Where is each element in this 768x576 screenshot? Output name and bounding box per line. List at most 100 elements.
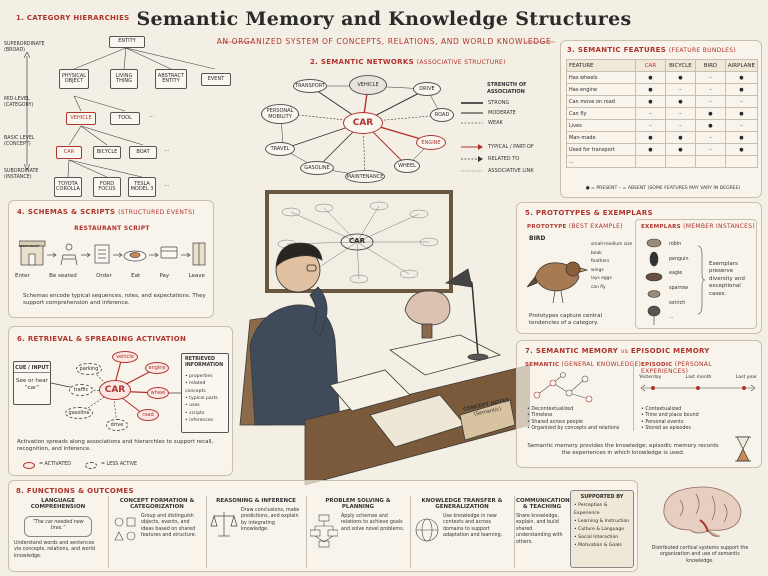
hierarchy-section: 1. CATEGORY HIERARCHIES SUPERORDINATE (B… [4,12,249,200]
col-bird: BIRD [694,59,726,72]
semantic-graph-icon [533,372,593,403]
exemplar-robin: robin [669,242,682,247]
episodic-title: 7. SEMANTIC MEMORY vs EPISODIC MEMORY [525,347,710,355]
features-header-row: FEATURE CAR BICYCLE BIRD AIRPLANE [566,59,759,72]
node-ford-focus: FORD FOCUS [93,177,121,197]
prototype-bird-label: BIRD [529,235,546,242]
prototypes-title: 5. PROTOTYPES & EXEMPLARS [525,209,653,217]
exemplar-penguin: penguin [669,256,689,262]
exemplars-label: EXEMPLARS (MEMBER INSTANCES) [641,223,755,230]
act-node-traffic: traffic [69,384,93,396]
functions-divider-1 [108,496,109,568]
legend-activated-swatch [23,462,35,469]
scene-illustration [239,242,530,486]
col-car: CAR [634,59,666,72]
scale-icon [210,512,238,537]
feature-row-fly: Can fly––●● [566,107,759,120]
exemplar-eagle: eagle [669,271,683,277]
cue-title: CUE / INPUT [14,362,50,373]
bird-feature-feathers: feathers [591,259,610,265]
function-language-title: LANGUAGE COMPREHENSION [30,498,86,510]
act-node-road: road [137,409,159,421]
board-mindmap [277,201,439,284]
function-transfer-title: KNOWLEDGE TRANSFER & GENERALIZATION [421,498,503,510]
prototype-caption: Prototypes capture central tendencies of… [529,313,603,327]
function-language-quote: “The car needed new tires.” [24,516,92,537]
node-tool: TOOL [110,112,140,125]
script-title: RESTAURANT SCRIPT [74,225,150,232]
retrieved-scripts: • scripts [185,410,205,416]
brain-caption: Distributed cortical systems support the… [651,546,749,564]
episodic-section: 7. SEMANTIC MEMORY vs EPISODIC MEMORY SE… [516,340,762,468]
categorization-icon [114,517,136,541]
net-node-maintenance: MAINTENANCE [345,170,385,183]
functions-divider-3 [306,496,307,568]
tool-ellipsis: ... [149,113,155,119]
supported-culture: • Culture & Language [574,527,625,533]
exemplars-box [635,219,757,329]
feature-value: ● [724,83,759,96]
page-subtitle: AN ORGANIZED SYSTEM OF CONCEPTS, RELATIO… [216,37,552,46]
net-node-car: CAR [343,112,383,134]
function-transfer-desc: Use knowledge in new contexts and across… [443,514,503,539]
level-subordinate: SUBORDINATE (INSTANCE) [4,169,39,181]
function-language-desc: Understand words and sentences via conce… [14,540,95,559]
brain-icon [663,486,742,537]
lamp-head [444,268,473,288]
feature-name: Used for transport [566,143,636,156]
transfer-icon [415,518,439,542]
function-communication: COMMUNICATION & TEACHING Share knowledge… [516,498,570,546]
act-node-car: CAR [99,380,131,400]
function-problem: PROBLEM SOLVING & PLANNING Apply schemas… [310,498,406,548]
schemas-caption: Schemas encode typical sequences, roles,… [23,293,206,307]
level-axis-arrow [24,52,30,170]
open-book-left [329,369,411,412]
act-node-drive: drive [106,419,128,431]
semantic-point-organized: • Organized by concepts and relations [527,426,620,432]
strength-moderate: MODERATE [488,110,516,116]
strength-strong: STRONG [488,100,510,106]
feature-name: ... [566,155,636,168]
feature-value: – [694,131,726,144]
node-tesla-model-3: TESLA MODEL 3 [128,177,156,197]
node-event: EVENT [201,73,231,86]
semantic-label: SEMANTIC (GENERAL KNOWLEDGE) [525,361,642,368]
instance-ellipsis: ... [164,182,170,188]
cue-box: CUE / INPUT See or hear “car” [13,361,51,405]
link-legend-arrows [461,144,483,172]
person-hair [275,242,323,269]
episodic-point-personal: • Personal events [641,419,684,425]
node-toyota-corolla: TOYOTA COROLLA [54,177,82,197]
net-node-wheel: WHEEL [394,159,420,173]
feature-name: Lives [566,119,636,132]
supported-title: SUPPORTED BY [580,494,624,500]
hierarchy-links [67,47,216,178]
feature-value: – [634,119,666,132]
col-airplane: AIRPLANE [724,59,759,72]
col-feature: FEATURE [566,59,636,72]
retrieved-parts: • typical parts [185,395,218,401]
semantic-point-timeless: • Timeless [527,413,553,419]
feature-value: – [694,83,726,96]
feature-row-wheels: Has wheels●●–● [566,71,759,84]
feature-value: ● [664,143,696,156]
script-steps: Enter Be seated Order Eat Pay Leave [15,273,205,280]
feature-value: ● [664,131,696,144]
feature-value: – [664,107,696,120]
feature-value: ● [634,83,666,96]
node-vehicle: VEHICLE [66,112,96,125]
link-related: RELATED TO [488,156,520,162]
bird-features: small-medium size beak feathers wings la… [591,241,632,292]
strength-title: STRENGTH OF ASSOCIATION [487,82,527,95]
features-title: 3. SEMANTIC FEATURES (FEATURE BUNDLES) [567,46,737,54]
feature-value [694,155,726,168]
act-node-vehicle: vehicle [112,351,138,363]
act-node-wheel: wheel [147,387,169,399]
function-reasoning: REASONING & INFERENCE Draw conclusions, … [210,498,302,540]
semantic-point-decontextualized: • Decontextualized [527,407,574,412]
feature-value: – [694,95,726,108]
features-legend: ● = PRESENT – = ABSENT (SOME FEATURES MA… [585,186,741,191]
person-arm [309,286,328,336]
function-reasoning-desc: Draw conclusions, make predictions, and … [241,508,300,533]
feature-row-road: Can move on road●●–– [566,95,759,108]
